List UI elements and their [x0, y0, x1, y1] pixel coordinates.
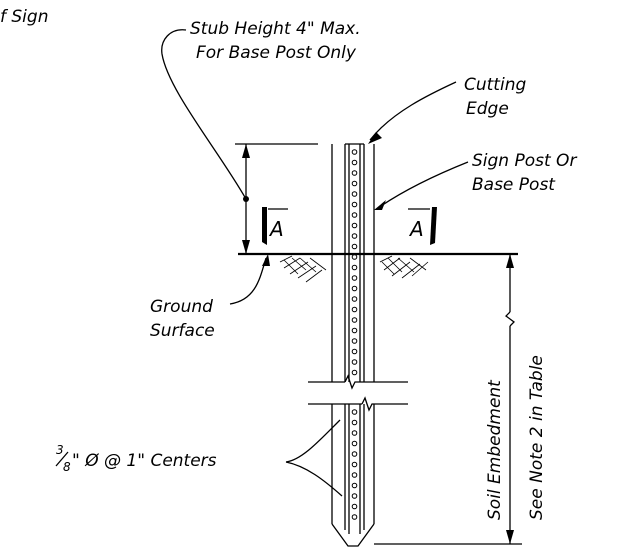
post-hole — [351, 212, 358, 218]
post-upper — [331, 143, 375, 382]
post-hole — [351, 306, 358, 313]
post-hole — [351, 369, 358, 376]
svg-text:A: A — [268, 217, 284, 241]
label-fragment: f Sign — [0, 7, 48, 27]
post-hole — [351, 440, 358, 447]
label-soil-embedment: Soil Embedment — [485, 379, 505, 520]
leader-lines — [161, 29, 469, 497]
post-hole — [351, 419, 358, 426]
label-holes: 3 8 " Ø @ 1" Centers — [55, 443, 217, 474]
label-stub-line2: For Base Post Only — [196, 43, 357, 63]
break-symbol — [308, 374, 408, 412]
label-signpost-line1: Sign Post Or — [472, 151, 577, 171]
embedment-dimension — [374, 254, 522, 545]
post-hole — [351, 296, 358, 302]
label-cutting-line2: Edge — [466, 99, 509, 119]
post-hole — [351, 472, 358, 478]
post-hole — [351, 233, 358, 239]
svg-text:8: 8 — [63, 460, 71, 474]
post-hole — [351, 275, 358, 281]
label-signpost-line2: Base Post — [472, 175, 556, 195]
post-hole — [351, 338, 358, 344]
post-hole — [351, 359, 358, 365]
soil-hatch-right — [379, 255, 429, 279]
post-hole — [351, 327, 358, 334]
label-ground-line2: Surface — [150, 321, 215, 341]
post-hole — [351, 482, 358, 489]
post-hole — [351, 461, 358, 468]
svg-text:A: A — [408, 217, 424, 241]
post-lower — [331, 404, 375, 547]
post-hole — [351, 430, 358, 436]
section-marker-left: A — [262, 207, 288, 245]
post-hole — [351, 348, 358, 355]
label-see-note: See Note 2 in Table — [527, 355, 547, 520]
post-hole — [351, 201, 358, 208]
label-cutting-line1: Cutting — [464, 75, 526, 95]
post-hole — [351, 514, 358, 520]
label-ground-line1: Ground — [150, 297, 213, 317]
post-hole — [351, 493, 358, 499]
svg-text:" Ø @ 1" Centers: " Ø @ 1" Centers — [72, 451, 217, 471]
post-hole — [351, 170, 358, 176]
post-hole — [351, 503, 358, 510]
post-hole — [351, 159, 358, 166]
post-hole — [351, 180, 358, 187]
section-marker-right: A — [408, 207, 437, 245]
post-hole — [351, 409, 358, 415]
post-holes — [351, 149, 358, 520]
post-hole — [351, 191, 358, 197]
post-hole — [351, 254, 358, 260]
post-hole — [351, 243, 358, 250]
soil-hatch-left — [279, 255, 327, 283]
post-hole — [351, 264, 358, 271]
post-hole — [351, 149, 358, 155]
svg-text:3: 3 — [56, 443, 64, 457]
post-hole — [351, 451, 358, 457]
label-stub-line1: Stub Height 4" Max. — [190, 19, 361, 39]
post-hole — [351, 222, 358, 229]
post-hole — [351, 317, 358, 323]
post-hole — [351, 285, 358, 292]
